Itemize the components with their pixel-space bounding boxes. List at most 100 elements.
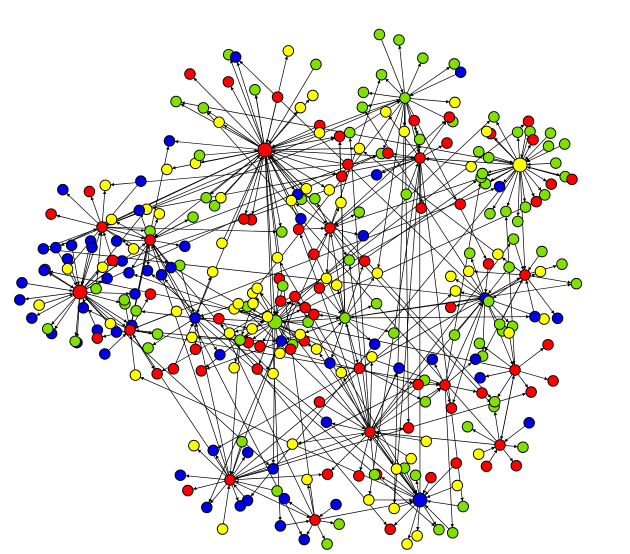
edge [409, 100, 449, 120]
node-blue [133, 204, 145, 217]
edge [520, 171, 527, 202]
node-yellow [285, 194, 298, 207]
edge [419, 163, 423, 203]
node-green [356, 101, 369, 113]
edge [27, 283, 74, 293]
edge [235, 480, 272, 491]
edge [338, 141, 346, 313]
node-yellow [320, 272, 333, 285]
node-green [446, 527, 459, 539]
edge [215, 454, 228, 476]
edge [81, 252, 91, 286]
edge [192, 480, 225, 491]
node-blue [129, 288, 141, 300]
node-yellow [246, 323, 258, 335]
node-red [444, 301, 457, 314]
node-blue [412, 492, 428, 508]
node-green [151, 328, 164, 340]
edge [234, 433, 366, 479]
edge [522, 171, 535, 197]
edge [383, 102, 404, 149]
node-red [342, 158, 354, 171]
edge [455, 299, 480, 307]
edge [375, 427, 404, 432]
node-yellow [371, 267, 384, 279]
edge [527, 279, 555, 315]
edge [483, 346, 511, 368]
edge [514, 244, 524, 271]
node-red [238, 213, 250, 225]
node-green [343, 254, 355, 266]
node-yellow [503, 327, 515, 339]
node-red [402, 422, 415, 434]
node-blue [207, 444, 219, 457]
node-green [413, 133, 426, 146]
node-blue [26, 312, 38, 324]
edge [81, 231, 101, 286]
node-yellow [216, 523, 229, 535]
node-blue [110, 326, 123, 338]
edge [375, 431, 495, 445]
edge [281, 203, 532, 320]
edge [504, 425, 526, 443]
edge [265, 156, 277, 316]
edge [140, 376, 414, 498]
edge [50, 297, 76, 326]
node-yellow [232, 298, 245, 310]
node-blue [493, 180, 506, 193]
edge [174, 140, 259, 150]
node-yellow [398, 125, 411, 138]
edge [393, 504, 416, 526]
node-green [130, 305, 142, 317]
edge [87, 309, 126, 329]
node-red [335, 170, 348, 183]
edge [54, 297, 77, 330]
node-red [547, 375, 559, 387]
edge [271, 151, 337, 176]
node-green [400, 188, 413, 201]
node-green [409, 469, 422, 482]
node-red [530, 195, 543, 208]
node-yellow [213, 116, 225, 129]
edge [60, 152, 259, 246]
edge [303, 226, 325, 231]
node-red [308, 248, 320, 260]
edge [200, 316, 269, 323]
edge [407, 102, 487, 260]
node-red [182, 484, 194, 497]
node-blue [330, 498, 342, 511]
edge [381, 159, 416, 174]
node-green [488, 111, 500, 123]
edge [445, 182, 482, 380]
edge [323, 404, 366, 430]
edge [385, 78, 402, 95]
node-green [357, 86, 370, 99]
edge [197, 449, 227, 477]
edge [107, 227, 145, 233]
edge [487, 166, 514, 174]
node-green [544, 127, 557, 139]
node-yellow [104, 317, 117, 330]
node-blue [155, 269, 168, 281]
node-green [276, 280, 289, 292]
node-yellow [161, 163, 173, 176]
edge [232, 456, 246, 476]
edge [107, 228, 145, 240]
node-red [144, 288, 157, 300]
node-green [276, 226, 288, 238]
node-blue [201, 501, 213, 514]
node-blue [110, 235, 123, 247]
edge [346, 265, 364, 314]
node-green [309, 193, 321, 205]
node-blue [14, 294, 26, 306]
node-yellow [390, 463, 403, 475]
node-blue [165, 261, 177, 274]
node-green [142, 342, 154, 354]
node-green [236, 435, 248, 448]
edge [96, 232, 103, 284]
edge [364, 111, 483, 294]
edge [527, 255, 540, 271]
node-yellow [512, 157, 528, 173]
node-green [488, 395, 501, 408]
node-green [90, 282, 102, 295]
